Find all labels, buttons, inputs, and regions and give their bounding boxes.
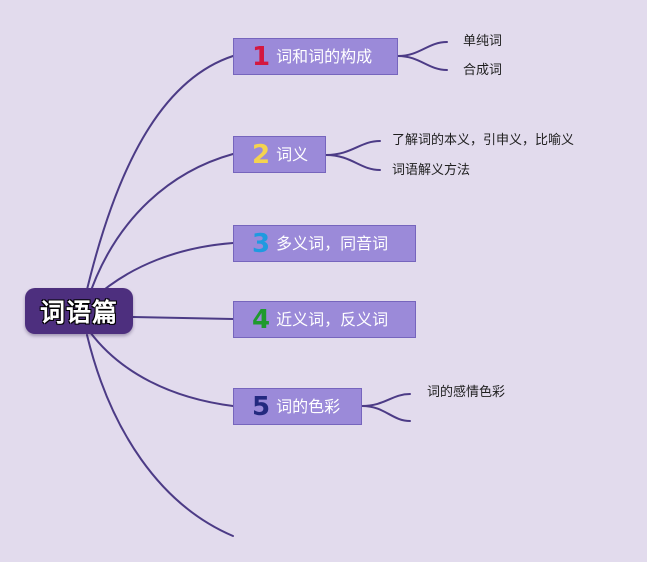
topic-2-number: 2	[252, 139, 271, 170]
topic-2-label: 词义	[276, 144, 309, 164]
root-node[interactable]: 词语篇	[25, 288, 133, 334]
topic-1-subtopic-2: 合成词	[463, 63, 503, 78]
topic-2-subtopic-1: 了解词的本义，引申义，比喻义	[392, 133, 575, 148]
topic-2-node[interactable]: 2 词义	[233, 136, 326, 173]
topic-5-subtopic-1: 词的感情色彩	[427, 385, 506, 400]
connector-root-topic-4	[132, 316, 234, 320]
connector-topic-1-sub-2	[397, 55, 448, 71]
topic-3-number: 3	[252, 228, 271, 259]
topic-3-node[interactable]: 3 多义词，同音词	[233, 225, 416, 262]
connector-topic-5-sub-1	[361, 393, 411, 407]
connector-root-extra	[86, 334, 234, 537]
topic-5-label: 词的色彩	[276, 396, 341, 416]
connector-root-topic-1	[84, 55, 234, 299]
connector-root-topic-2	[86, 153, 234, 303]
topic-2-subtopic-2: 词语解义方法	[392, 163, 471, 178]
root-label: 词语篇	[39, 298, 118, 327]
connector-topic-5-sub-2	[361, 405, 411, 422]
connector-root-topic-5	[89, 331, 234, 407]
topic-3-label: 多义词，同音词	[276, 233, 389, 253]
topic-1-label: 词和词的构成	[276, 46, 373, 66]
topic-1-number: 1	[252, 41, 271, 72]
topic-1-node[interactable]: 1 词和词的构成	[233, 38, 398, 75]
connector-topic-2-sub-2	[325, 154, 381, 171]
connector-topic-2-sub-1	[325, 140, 381, 156]
connector-topic-1-sub-1	[397, 41, 448, 57]
topic-4-number: 4	[252, 304, 271, 335]
topic-1-subtopic-1: 单纯词	[463, 34, 503, 49]
topic-5-number: 5	[252, 391, 271, 422]
topic-4-node[interactable]: 4 近义词，反义词	[233, 301, 416, 338]
topic-4-label: 近义词，反义词	[276, 309, 389, 329]
topic-5-node[interactable]: 5 词的色彩	[233, 388, 362, 425]
